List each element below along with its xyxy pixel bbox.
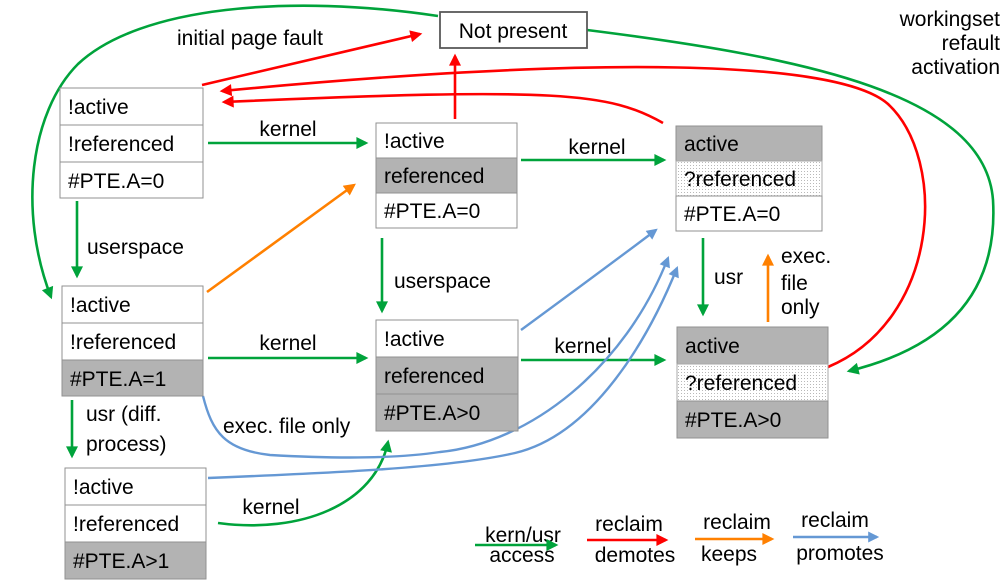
row-label: referenced	[384, 365, 484, 388]
row-label: !referenced	[70, 331, 176, 354]
label-process: process)	[86, 433, 167, 456]
row-label: !active	[384, 130, 445, 153]
label-usr: usr	[714, 266, 743, 289]
state-box-inactive-referenced-agt0: !active referenced #PTE.A>0	[375, 319, 519, 432]
label-initial-page-fault: initial page fault	[177, 27, 323, 50]
legend-item-reclaim-demotes: reclaim demotes	[587, 513, 675, 567]
row-rect	[59, 161, 204, 199]
arrow-evict-b1-notpresent	[201, 30, 423, 87]
state-box-not-present: Not present	[439, 11, 588, 49]
label-kernel-2: kernel	[568, 136, 625, 159]
arrow-promote-b4-b3	[201, 255, 670, 459]
legend-item-reclaim-promotes: reclaim promotes	[793, 509, 884, 565]
arrow-demote-b6-b1	[219, 65, 927, 369]
label-kernel-1: kernel	[259, 118, 316, 141]
state-box-active-qreferenced-agt0: active ?referenced #PTE.A>0	[676, 326, 829, 439]
legend-item-kern-usr-access: kern/usr access	[475, 524, 561, 567]
legend-label: promotes	[796, 542, 884, 565]
row-rect	[59, 87, 204, 126]
row-label: #PTE.A=1	[70, 368, 166, 391]
arrow-demote-b3-b1	[221, 92, 664, 125]
row-rect	[675, 125, 823, 162]
arrow-kernel-b7-b5	[217, 439, 392, 527]
row-label: active	[685, 335, 740, 358]
legend-label: keeps	[701, 543, 757, 566]
legend-label: reclaim	[801, 509, 869, 532]
legend-label: access	[489, 544, 554, 567]
state-box-inactive-unreferenced-agt1: !active !referenced #PTE.A>1	[64, 467, 207, 580]
label-usr-diff: usr (diff.	[86, 403, 161, 426]
legend-label: reclaim	[703, 511, 771, 534]
arrow-promote-b7-b3	[207, 265, 679, 480]
row-rect	[675, 160, 823, 197]
legend: kern/usr access reclaim demotes reclaim …	[475, 509, 884, 567]
row-rect	[375, 192, 518, 229]
row-label: #PTE.A>1	[73, 550, 169, 573]
row-rect	[676, 326, 829, 365]
row-label: #PTE.A>0	[685, 409, 781, 432]
label-kernel-4: kernel	[554, 335, 611, 358]
row-label: #PTE.A=0	[384, 200, 480, 223]
row-rect	[61, 322, 204, 361]
legend-item-reclaim-keeps: reclaim keeps	[695, 511, 775, 566]
row-rect	[375, 157, 518, 194]
row-label: active	[684, 133, 739, 156]
row-label: !active	[73, 476, 134, 499]
row-label: ?referenced	[685, 372, 797, 395]
label-userspace-1: userspace	[87, 236, 184, 259]
legend-label: reclaim	[595, 513, 663, 536]
arrow-promote-b5-b3	[520, 228, 658, 331]
state-box-inactive-unreferenced-a0: !active !referenced #PTE.A=0	[59, 87, 204, 199]
row-rect	[375, 122, 518, 159]
label-workingset: workingset	[899, 8, 1001, 31]
row-rect	[64, 541, 207, 580]
label-kernel-5: kernel	[242, 496, 299, 519]
row-label: #PTE.A>0	[384, 402, 480, 425]
row-rect	[676, 400, 829, 439]
row-rect	[375, 393, 519, 432]
label-exec-file-only: exec. file only	[223, 415, 351, 438]
label-file: file	[781, 272, 808, 295]
row-label: !active	[68, 96, 129, 119]
row-rect	[64, 504, 207, 543]
state-box-inactive-unreferenced-a1: !active !referenced #PTE.A=1	[61, 285, 204, 397]
row-label: !active	[384, 328, 445, 351]
arrow-keep-b4-b2	[206, 183, 356, 294]
row-label: referenced	[384, 165, 484, 188]
row-label: #PTE.A=0	[684, 203, 780, 226]
row-rect	[61, 285, 204, 324]
row-rect	[676, 363, 829, 402]
state-box-inactive-referenced-a0: !active referenced #PTE.A=0	[375, 122, 518, 229]
row-rect	[61, 359, 204, 397]
label-userspace-2: userspace	[394, 270, 491, 293]
row-rect	[675, 195, 823, 232]
row-label: #PTE.A=0	[68, 170, 164, 193]
legend-label: demotes	[595, 544, 676, 567]
label-exec: exec.	[781, 245, 831, 268]
not-present-label: Not present	[459, 20, 568, 43]
arrow-initial-page-fault	[31, 4, 439, 300]
label-activation: activation	[911, 56, 1000, 79]
row-rect	[375, 319, 519, 358]
state-box-active-qreferenced-a0: active ?referenced #PTE.A=0	[675, 125, 823, 232]
not-present-rect	[439, 11, 588, 49]
arrow-workingset-refault-activation	[586, 28, 995, 375]
row-label: !referenced	[68, 133, 174, 156]
row-rect	[375, 356, 519, 395]
legend-label: kern/usr	[485, 524, 561, 547]
row-rect	[59, 124, 204, 163]
row-label: ?referenced	[684, 168, 796, 191]
label-kernel-3: kernel	[259, 332, 316, 355]
label-refault: refault	[942, 32, 1001, 55]
row-label: !referenced	[73, 513, 179, 536]
label-only: only	[781, 296, 820, 319]
row-label: !active	[70, 294, 131, 317]
